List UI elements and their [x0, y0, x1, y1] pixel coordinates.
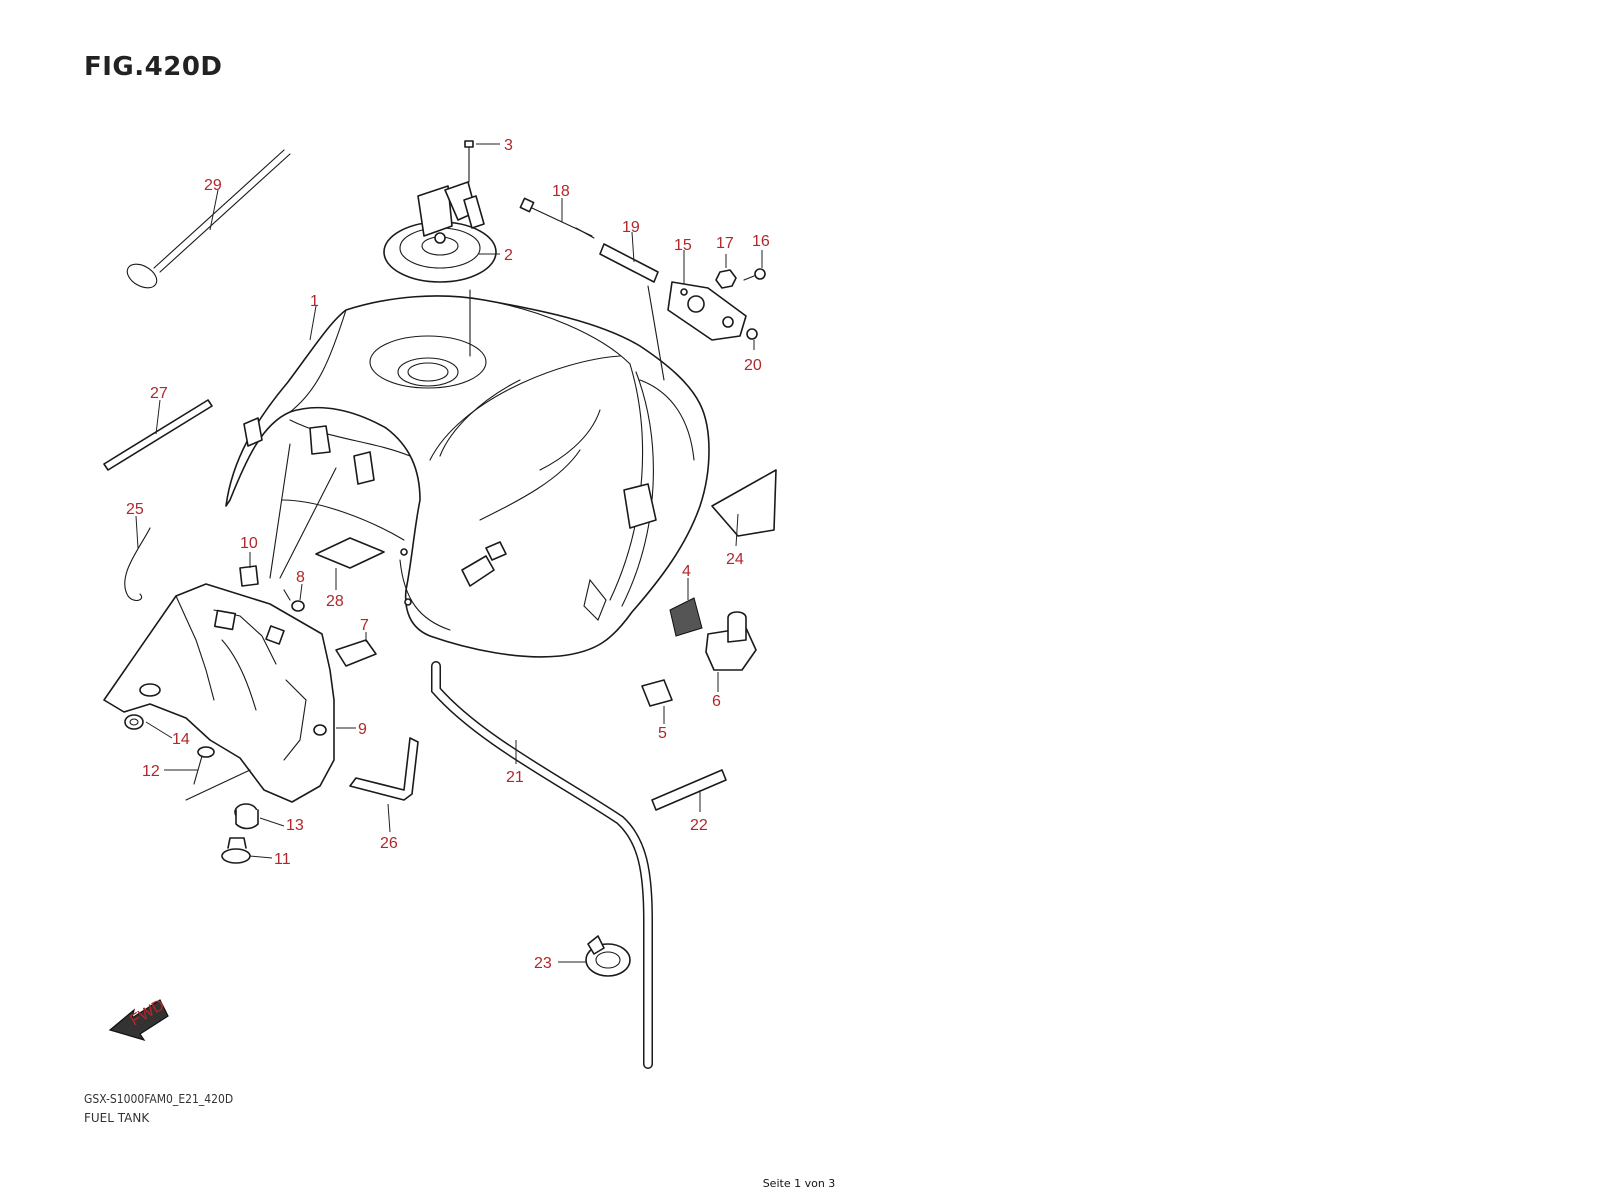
- part-group-name: FUEL TANK: [84, 1111, 150, 1125]
- callout-3: 3: [504, 137, 513, 154]
- callout-16: 16: [752, 233, 770, 250]
- part-9-cover: [103, 583, 335, 803]
- callout-9: 9: [358, 721, 367, 738]
- callout-10: 10: [240, 535, 258, 552]
- page-number: Seite 1 von 3: [762, 1177, 836, 1190]
- callout-25: 25: [126, 501, 144, 518]
- part-24-label: [711, 469, 777, 537]
- part-22-clamp: [651, 769, 727, 811]
- part-14-grommet: [124, 714, 144, 730]
- callout-13: 13: [286, 817, 304, 834]
- part-29-prop-rod: [126, 149, 291, 289]
- part-21-hose: [431, 661, 653, 1069]
- callout-7: 7: [360, 617, 369, 634]
- part-13-grommet: [234, 803, 259, 830]
- callout-15: 15: [674, 237, 692, 254]
- callout-1: 1: [310, 293, 319, 310]
- callout-24: 24: [726, 551, 744, 568]
- callout-27: 27: [150, 385, 168, 402]
- callout-23: 23: [534, 955, 552, 972]
- part-16-bolt: [743, 268, 766, 281]
- callout-14: 14: [172, 731, 190, 748]
- part-15-bracket: [667, 281, 747, 341]
- part-28-label: [315, 537, 385, 569]
- part-27-seal-strip: [103, 399, 213, 471]
- part-8-bolt: [283, 589, 305, 612]
- callout-22: 22: [690, 817, 708, 834]
- callout-20: 20: [744, 357, 762, 374]
- callout-5: 5: [658, 725, 667, 742]
- callout-4: 4: [682, 563, 691, 580]
- callout-28: 28: [326, 593, 344, 610]
- part-17-nut: [715, 269, 737, 289]
- part-26-bracket: [349, 737, 419, 801]
- callout-leaders: [135, 143, 763, 963]
- callout-6: 6: [712, 693, 721, 710]
- callout-12: 12: [142, 763, 160, 780]
- callout-21: 21: [506, 769, 524, 786]
- part-4-damper: [669, 597, 703, 637]
- part-11-collar: [221, 837, 251, 864]
- callout-18: 18: [552, 183, 570, 200]
- part-5-cushion: [641, 679, 673, 707]
- fwd-arrow-icon: FWD: [108, 997, 169, 1042]
- part-10-clip: [239, 565, 259, 587]
- leader-lines: [269, 161, 665, 579]
- part-25-wire-guide: [124, 527, 151, 602]
- part-23-hose-clamp: [585, 935, 631, 977]
- callout-26: 26: [380, 835, 398, 852]
- part-7-pad: [335, 639, 377, 667]
- callout-8: 8: [296, 569, 305, 586]
- callout-2: 2: [504, 247, 513, 264]
- part-19-collar: [599, 243, 659, 283]
- part-18-bolt: [519, 197, 595, 239]
- part-3-screw: [464, 140, 474, 163]
- part-1-fuel-tank: [225, 295, 710, 658]
- model-code: GSX-S1000FAM0_E21_420D: [84, 1092, 234, 1106]
- part-6-cushion: [705, 611, 757, 671]
- part-20-nut: [746, 328, 758, 340]
- callout-19: 19: [622, 219, 640, 236]
- callout-29: 29: [204, 177, 222, 194]
- figure-title: FIG.420D: [84, 52, 223, 82]
- callout-17: 17: [716, 235, 734, 252]
- callout-numbers: 3 2 1 29 18 19 15 17 16 20 27 25 10 8 28…: [126, 137, 770, 972]
- callout-11: 11: [274, 851, 291, 868]
- part-2-fuel-cap: [383, 181, 497, 283]
